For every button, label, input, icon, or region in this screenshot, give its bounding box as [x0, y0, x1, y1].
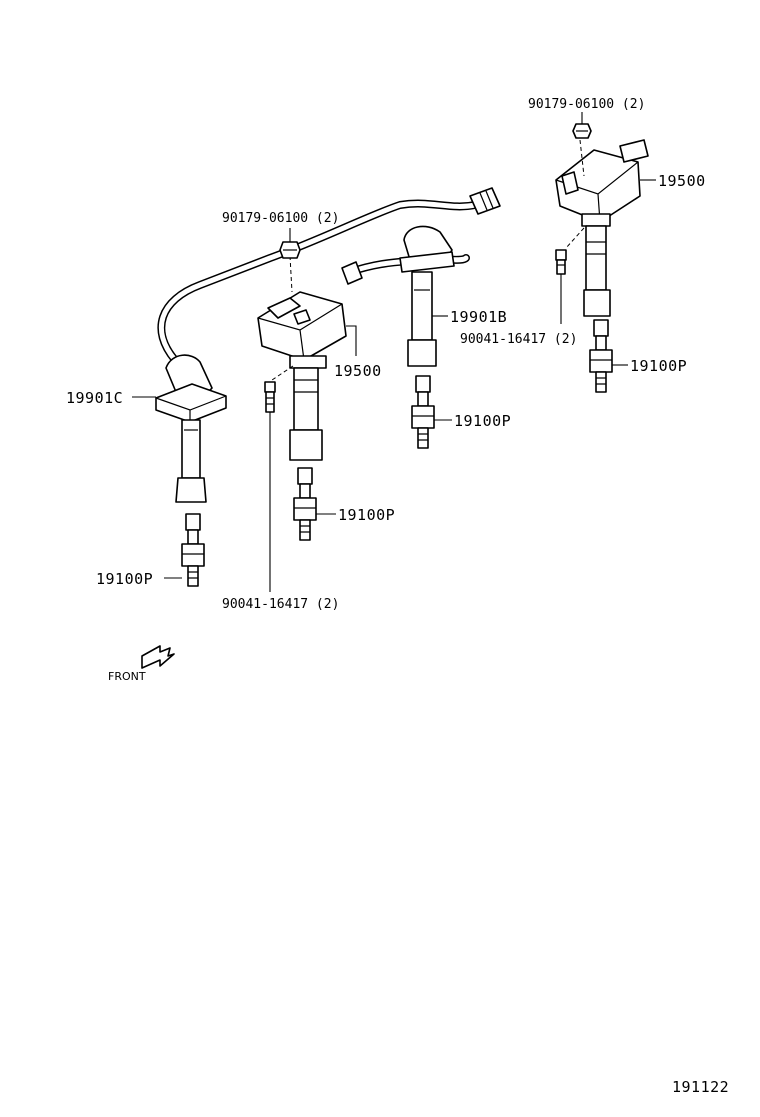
spark-plug-center [293, 467, 317, 541]
label-bolt-center: 90041-16417 (2) [222, 597, 339, 612]
bolt-center [264, 381, 276, 413]
leader-lines [132, 112, 656, 592]
front-label: FRONT [108, 670, 146, 683]
callout-labels: 90179-06100 (2) 19500 90041-16417 (2) 19… [66, 97, 729, 1096]
spark-plug-left [181, 513, 205, 587]
label-plug-middle: 19100P [454, 412, 511, 430]
bolt-right [555, 249, 567, 275]
spark-plug-middle [411, 375, 435, 449]
spark-plug-right [589, 319, 613, 393]
label-cord-b: 19901B [450, 308, 507, 326]
nut-center [279, 241, 301, 259]
label-nut-center: 90179-06100 (2) [222, 211, 339, 226]
label-cord-c: 19901C [66, 389, 123, 407]
ignition-coil-center [257, 255, 347, 461]
label-plug-center: 19100P [338, 506, 395, 524]
label-bolt-right: 90041-16417 (2) [460, 332, 577, 347]
nut-top-right [572, 123, 592, 139]
ignition-cord-19901c [155, 187, 501, 503]
label-coil-center: 19500 [334, 362, 382, 380]
ignition-coil-top-right [555, 139, 649, 317]
label-coil-top-right: 19500 [658, 172, 706, 190]
ignition-cord-19901b [341, 225, 470, 367]
front-arrow-icon [141, 645, 175, 669]
label-plug-right: 19100P [630, 357, 687, 375]
label-plug-left: 19100P [96, 570, 153, 588]
label-nut-top-right: 90179-06100 (2) [528, 97, 645, 112]
figure-number: 191122 [672, 1078, 729, 1096]
